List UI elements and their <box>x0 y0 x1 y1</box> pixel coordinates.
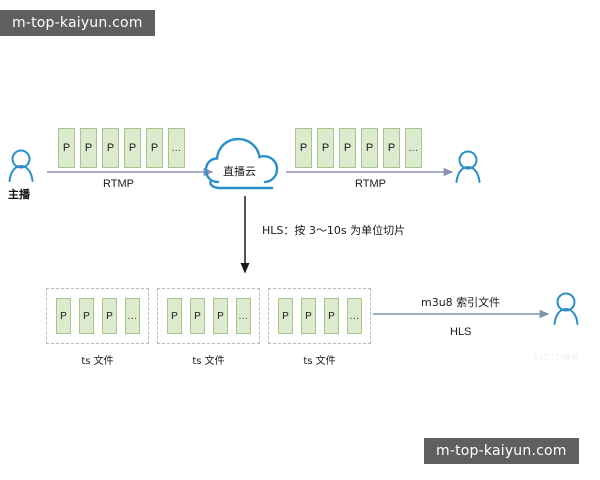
packet-box-ellipsis: ... <box>125 298 140 334</box>
packet-box: P <box>339 128 356 168</box>
packet-box: P <box>361 128 378 168</box>
packet-label: P <box>194 310 201 322</box>
packet-label: P <box>171 310 178 322</box>
packet-box: P <box>102 298 117 334</box>
arrow-label-hls-slice: HLS：按 3～10s 为单位切片 <box>262 224 406 237</box>
packet-label: ... <box>408 142 419 154</box>
packet-label: P <box>343 142 352 154</box>
packet-box: P <box>146 128 163 168</box>
packet-label: P <box>62 142 71 154</box>
packet-box: P <box>301 298 316 334</box>
ts-file-group <box>46 288 149 344</box>
packet-box: P <box>167 298 182 334</box>
actor-label-broadcaster: 主播 <box>8 188 30 201</box>
packet-label: P <box>128 142 137 154</box>
packet-label: ... <box>127 310 138 322</box>
person-icon-broadcaster <box>8 149 34 182</box>
arrow-label-rtmp-ingest: RTMP <box>103 178 134 190</box>
packet-label: P <box>106 310 113 322</box>
packet-box: P <box>80 128 97 168</box>
packet-label: P <box>387 142 396 154</box>
packet-box: P <box>317 128 334 168</box>
packet-label: P <box>106 142 115 154</box>
packet-label: P <box>321 142 330 154</box>
arrow-label-rtmp-egress: RTMP <box>355 178 386 190</box>
packet-label: ... <box>349 310 360 322</box>
watermark-bottom-right: m-top-kaiyun.com <box>424 438 579 464</box>
watermark-faint-site: 51CTO博客 <box>534 353 580 362</box>
ts-file-group-label: ts 文件 <box>192 356 225 367</box>
packet-box: P <box>295 128 312 168</box>
packet-box-ellipsis: ... <box>347 298 362 334</box>
ts-file-group-label: ts 文件 <box>81 356 114 367</box>
packet-box: P <box>324 298 339 334</box>
cloud-label: 直播云 <box>223 165 256 178</box>
ts-file-group <box>268 288 371 344</box>
packet-label: P <box>328 310 335 322</box>
packet-label: ... <box>171 142 182 154</box>
watermark-top-left: m-top-kaiyun.com <box>0 10 155 36</box>
packet-box: P <box>124 128 141 168</box>
arrow-label-hls-delivery: HLS <box>450 326 472 338</box>
person-icon-viewer-rtmp <box>455 150 481 183</box>
packet-label: P <box>365 142 374 154</box>
packet-label: P <box>282 310 289 322</box>
packet-box: P <box>213 298 228 334</box>
person-icon-viewer-hls <box>553 292 579 325</box>
arrow-label-m3u8: m3u8 索引文件 <box>421 296 501 309</box>
packet-box: P <box>79 298 94 334</box>
packet-label: P <box>299 142 308 154</box>
packet-label: P <box>150 142 159 154</box>
packet-box-ellipsis: ... <box>168 128 185 168</box>
packet-label: P <box>60 310 67 322</box>
packet-label: P <box>83 310 90 322</box>
packet-box: P <box>58 128 75 168</box>
packet-box: P <box>56 298 71 334</box>
packet-label: ... <box>238 310 249 322</box>
packet-box: P <box>278 298 293 334</box>
packet-label: P <box>84 142 93 154</box>
packet-label: P <box>217 310 224 322</box>
packet-label: P <box>305 310 312 322</box>
packet-box: P <box>383 128 400 168</box>
packet-box: P <box>190 298 205 334</box>
ts-file-group-label: ts 文件 <box>303 356 336 367</box>
packet-box-ellipsis: ... <box>236 298 251 334</box>
ts-file-group <box>157 288 260 344</box>
packet-box-ellipsis: ... <box>405 128 422 168</box>
packet-box: P <box>102 128 119 168</box>
